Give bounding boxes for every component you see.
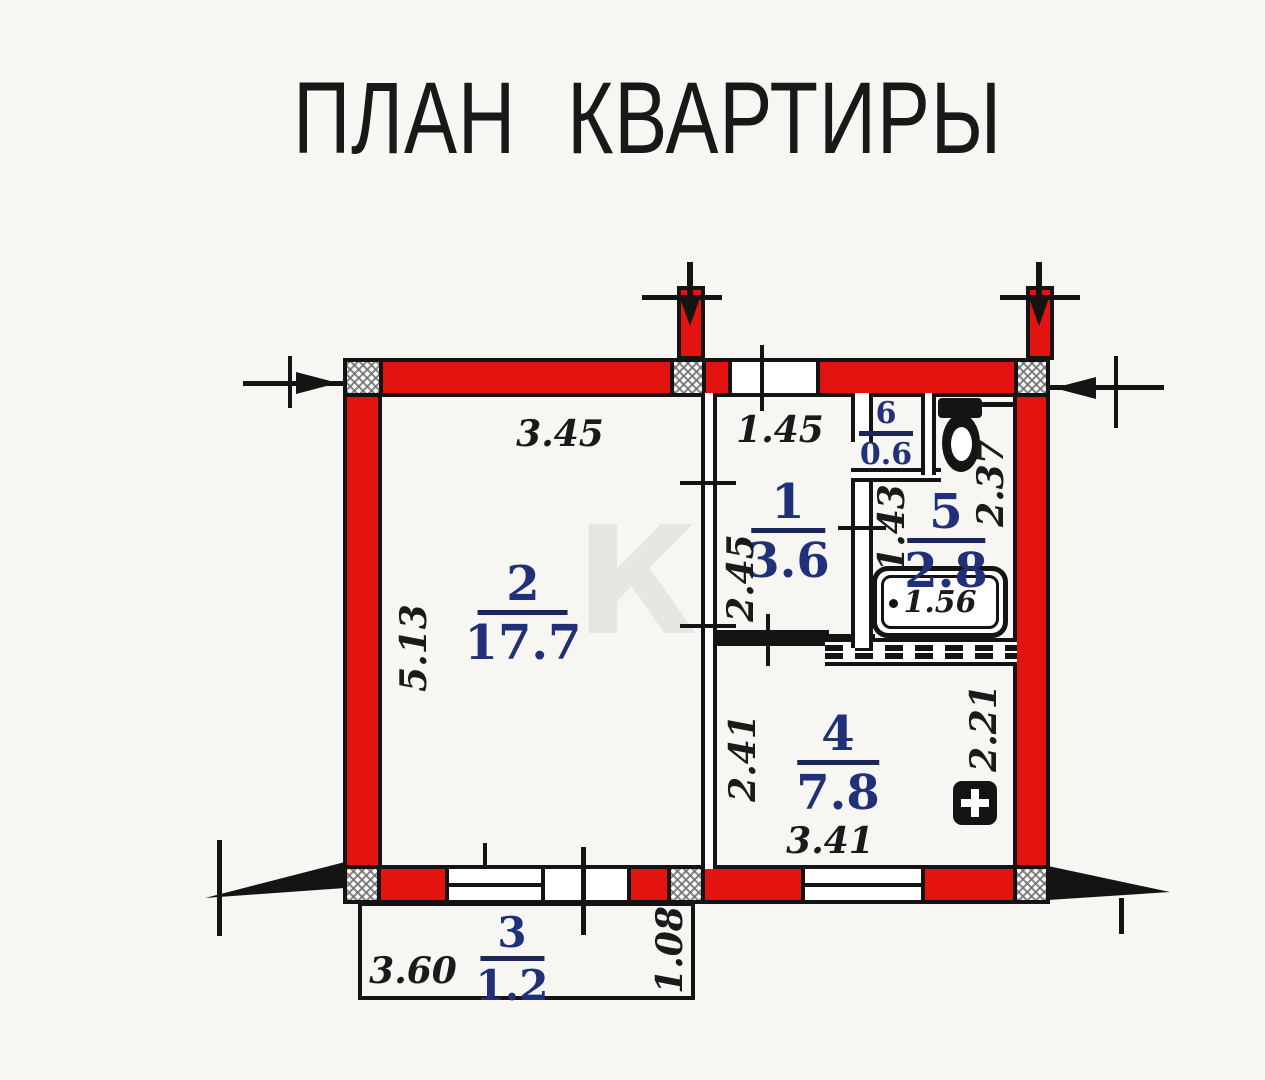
fraction-bar <box>479 956 544 961</box>
room-number: 6 <box>875 396 897 431</box>
wall-top <box>379 358 674 397</box>
window-top <box>728 358 820 397</box>
fraction-bar <box>478 610 568 615</box>
bathtub-drain-dot <box>889 599 898 608</box>
dim-arrow-tick <box>217 840 222 936</box>
dash-row <box>825 653 1017 660</box>
wall-top <box>816 358 1018 397</box>
watermark: К <box>575 495 698 669</box>
wall-left <box>343 393 382 869</box>
dim-balcony-width: 3.60 <box>369 950 457 992</box>
dim-tick <box>838 526 886 530</box>
section-tick <box>1000 295 1080 300</box>
room-number: 5 <box>929 484 963 540</box>
wall-joint-hatch <box>1013 865 1050 904</box>
wall-joint-hatch <box>343 358 383 397</box>
dim-arrow-icon <box>1054 377 1096 399</box>
partition-hall-kitchen <box>715 630 829 646</box>
wall-bottom <box>627 865 671 904</box>
room-number: 4 <box>821 706 855 762</box>
dim-balcony-depth: 1.08 <box>649 906 691 994</box>
dim-living-width: 3.45 <box>516 413 604 455</box>
dim-kitchen-width: 3.41 <box>786 820 874 862</box>
dim-tick <box>680 624 736 628</box>
dim-tick <box>680 481 736 485</box>
wall-top <box>702 358 732 397</box>
section-arrow-stem <box>1036 262 1042 304</box>
room-label-kitchen: 4 7.8 <box>796 710 880 817</box>
balcony-outline <box>358 902 695 1000</box>
window-tick <box>483 843 487 867</box>
room-area: 17.7 <box>464 615 582 671</box>
wall-bottom <box>377 865 449 904</box>
wall-joint-hatch <box>1014 358 1050 397</box>
closet-bottom-wall <box>851 468 941 482</box>
room-number: 3 <box>497 908 527 957</box>
dim-kitchen-height-right: 2.21 <box>963 684 1005 772</box>
room-number: 2 <box>506 556 540 612</box>
dim-arrow-tick <box>1114 356 1118 428</box>
dim-hall-width: 1.45 <box>736 409 824 451</box>
room-label-closet: 6 0.6 <box>859 399 913 470</box>
toilet-icon <box>938 398 982 418</box>
balcony-door-opening <box>541 865 631 904</box>
dim-arrow-tick <box>1119 898 1124 934</box>
bathtub-icon: 1.56 <box>872 566 1008 638</box>
dash-row <box>825 644 1017 651</box>
room-label-balcony: 3 1.2 <box>475 912 548 1007</box>
toilet-bowl-hole <box>951 427 972 461</box>
dim-kitchen-height-left: 2.41 <box>722 714 764 802</box>
dim-arrow-line <box>243 381 345 386</box>
dim-hall-height: 2.45 <box>720 534 762 622</box>
stove-cross <box>971 789 979 817</box>
page-title: ПЛАН КВАРТИРЫ <box>293 61 1002 175</box>
wall-right <box>1013 393 1050 869</box>
dim-tick <box>766 614 770 666</box>
window-kitchen <box>801 865 925 904</box>
room-area: 0.6 <box>859 437 913 472</box>
window-tick <box>760 345 764 411</box>
wall-joint-hatch <box>667 865 705 904</box>
wall-joint-hatch <box>670 358 706 397</box>
wall-joint-hatch <box>343 865 381 904</box>
dim-wedge-icon <box>205 862 345 898</box>
fraction-bar <box>906 538 985 543</box>
section-arrow-icon <box>1029 298 1049 326</box>
dim-arrow-icon <box>296 372 338 394</box>
room-label-living: 2 17.7 <box>465 560 582 667</box>
dim-bath-height: 2.37 <box>970 439 1012 527</box>
room-area: 7.8 <box>796 765 880 821</box>
stove-icon <box>953 781 997 825</box>
dim-tub-length: 1.56 <box>903 584 977 620</box>
toilet-pipe-line <box>980 402 1014 407</box>
dim-arrow-line <box>1050 385 1164 390</box>
bathtub-inner: 1.56 <box>881 575 999 629</box>
room-area: 1.2 <box>475 961 549 1010</box>
balcony-door-frame-line <box>581 847 586 935</box>
section-arrow-stem <box>687 262 693 304</box>
closet-toilet-divider <box>921 393 936 475</box>
dim-living-height: 5.13 <box>393 604 435 692</box>
window-glass-line <box>449 882 541 887</box>
window-living <box>445 865 545 904</box>
dim-bath-width: 1.43 <box>871 484 913 572</box>
fraction-bar <box>796 760 879 765</box>
room-label-hall: 1 3.6 <box>746 478 830 585</box>
partition-hall-bath <box>851 468 873 648</box>
room-area: 3.6 <box>746 533 830 589</box>
dim-arrow-tick <box>288 356 292 408</box>
room-number: 1 <box>771 474 805 530</box>
room-label-bath: 5 2.8 <box>904 488 988 595</box>
wall-bottom <box>921 865 1017 904</box>
section-arrow-icon <box>680 298 700 326</box>
dim-wedge-icon <box>1048 866 1170 900</box>
window-glass-line <box>805 882 921 887</box>
wall-bottom <box>701 865 805 904</box>
fraction-bar <box>859 431 913 436</box>
partition-hall-closet <box>851 393 873 442</box>
room-area: 2.8 <box>904 543 988 599</box>
fraction-bar <box>750 528 825 533</box>
section-tick <box>642 295 722 300</box>
